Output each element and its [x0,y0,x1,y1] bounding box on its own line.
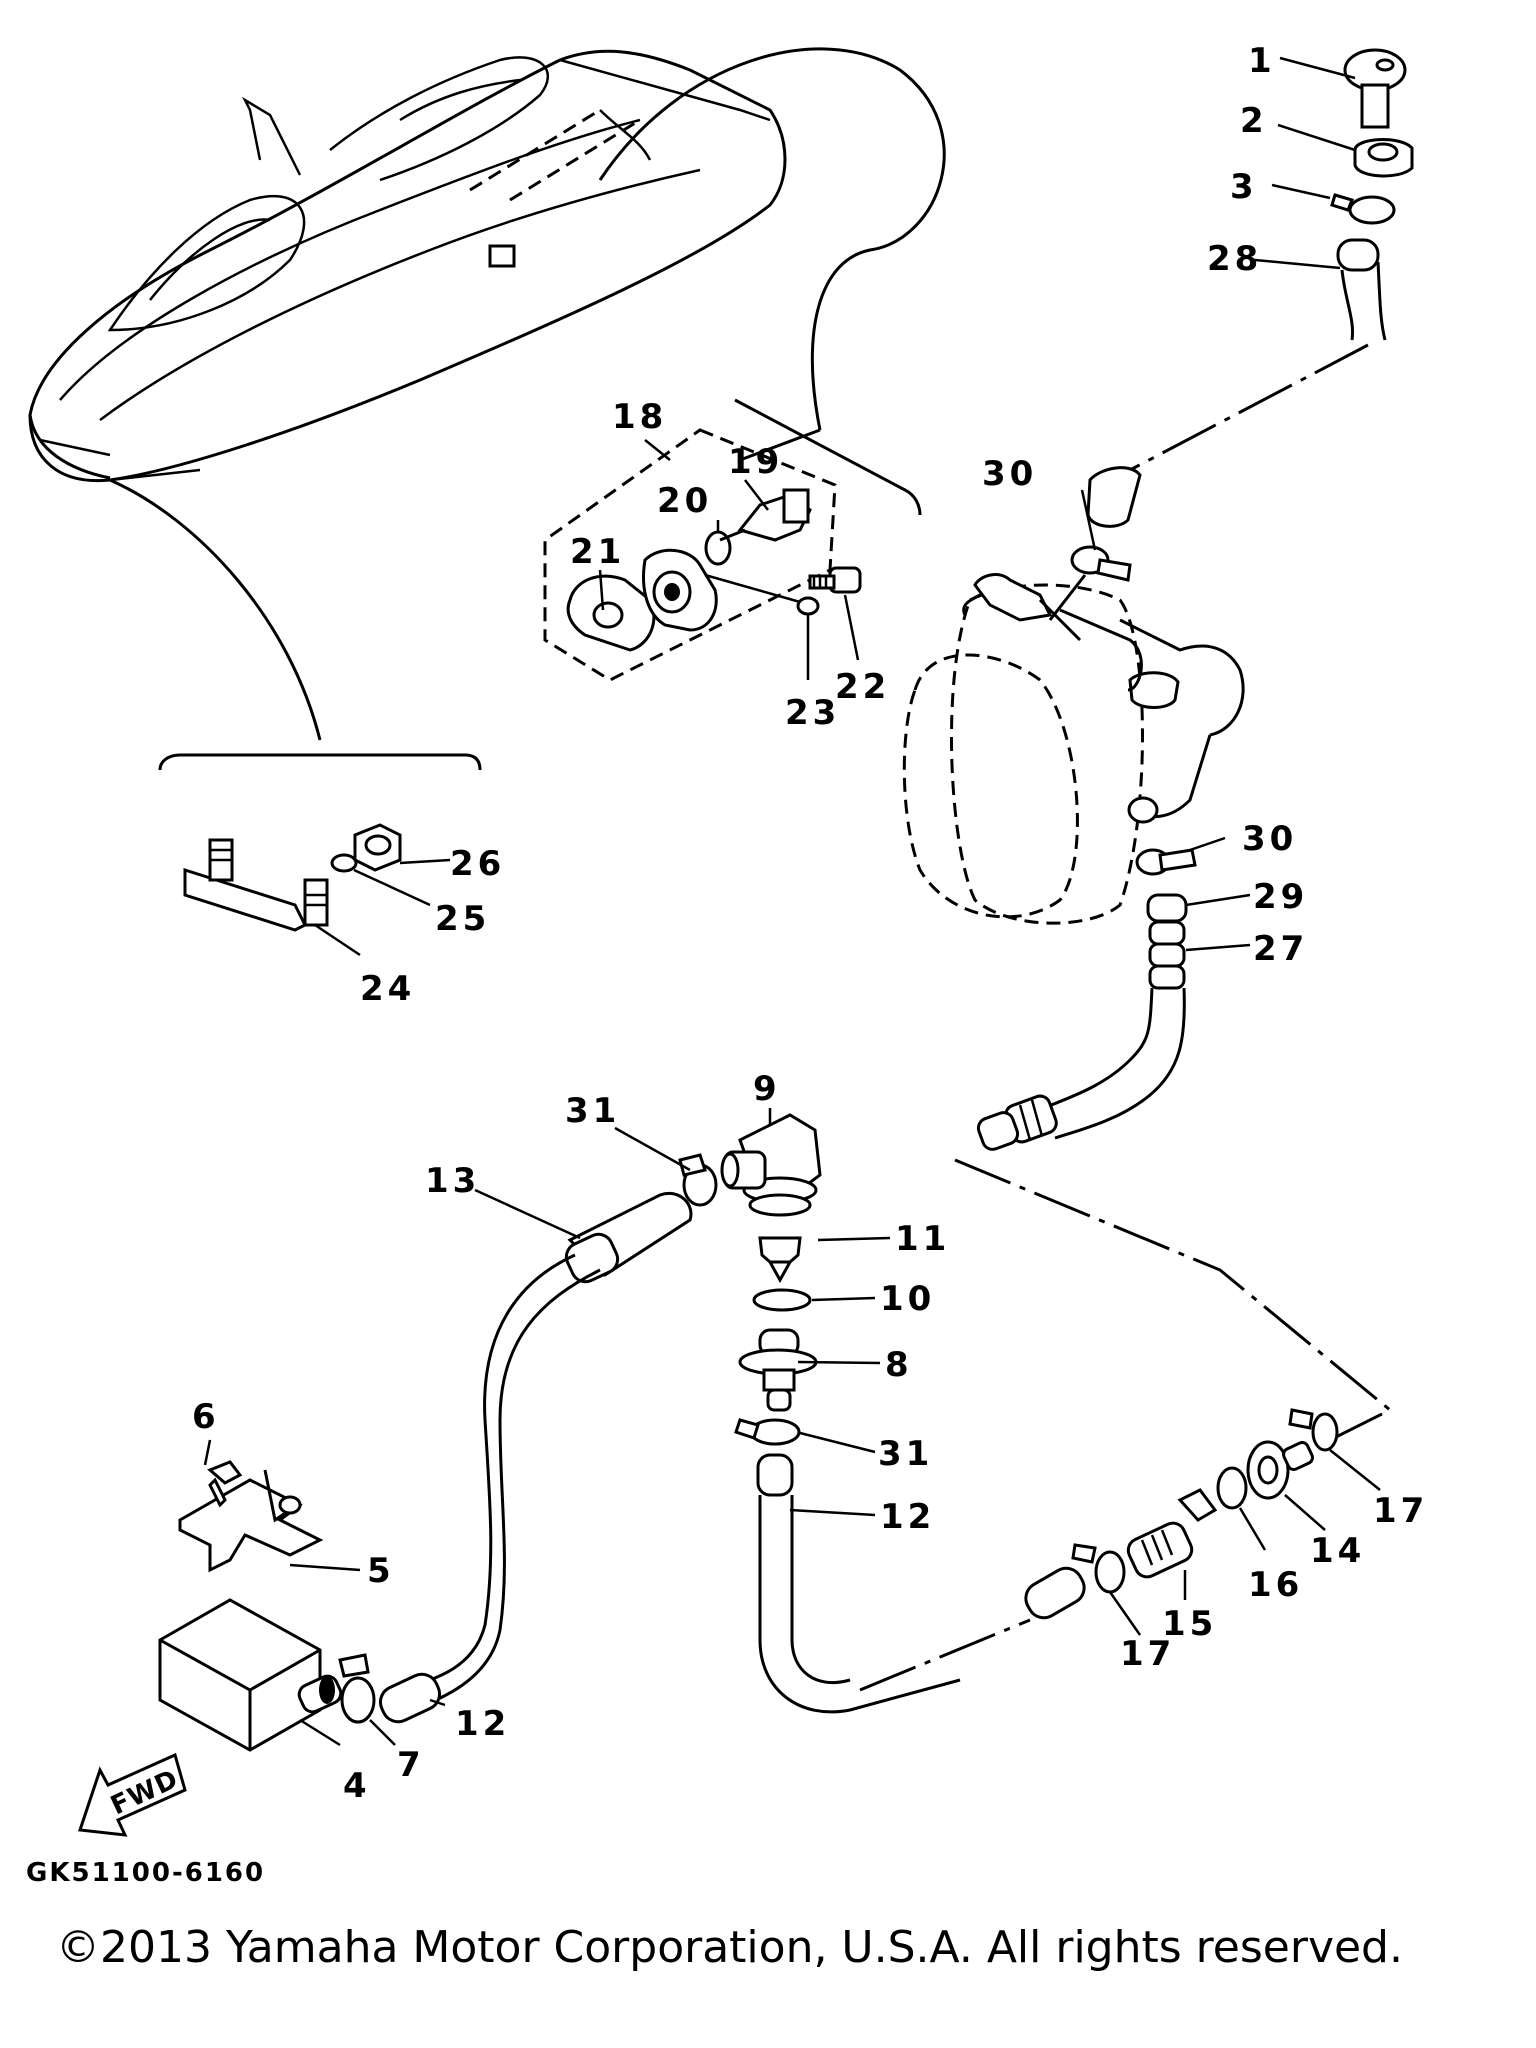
callout-30-lower: 30 [1242,819,1297,859]
callout-17-lower: 17 [1120,1634,1175,1674]
hose-27 [976,893,1188,1151]
gasket-21 [566,574,656,652]
callout-11: 11 [895,1219,950,1259]
callout-18: 18 [612,397,667,437]
hose-28 [1086,238,1387,528]
callout-10: 10 [880,1279,935,1319]
clamp-31-lower [734,1418,801,1446]
callout-4: 4 [343,1766,371,1806]
callout-3: 3 [1230,167,1258,207]
diagram-code: GK51100-6160 [26,1858,266,1888]
callout-5: 5 [367,1551,395,1591]
callout-12-left: 12 [455,1704,510,1744]
clamp-3 [1330,193,1396,225]
callout-28: 28 [1207,239,1262,279]
callout-21: 21 [570,532,625,572]
callout-25: 25 [435,899,490,939]
separator-body [642,548,718,632]
callout-13: 13 [425,1161,480,1201]
hose-end-12-left [378,1672,442,1724]
fitting-14 [1246,1440,1314,1500]
callout-26: 26 [450,844,505,884]
callout-6: 6 [192,1397,220,1437]
washer-23 [796,596,820,616]
clamp-31-upper [678,1153,718,1207]
leader-arcs [109,47,946,771]
washer-16 [1216,1466,1248,1510]
washer-25 [330,853,358,873]
nut-2 [1353,138,1414,178]
fitting-8 [738,1328,818,1412]
callout-8: 8 [885,1345,913,1385]
clamp-30-lower [1135,848,1197,876]
callout-leaders [203,56,1381,1747]
clamp-17-upper [1288,1408,1339,1452]
fitting-15 [1126,1488,1218,1579]
callout-1: 1 [1248,41,1276,81]
fitting-11 [758,1236,802,1284]
pump-housing [902,573,1245,925]
tube-13 [564,1191,693,1284]
callout-19: 19 [728,442,783,482]
callout-30-upper: 30 [982,454,1037,494]
bracket-5 [178,1469,324,1573]
callout-16: 16 [1248,1565,1303,1605]
callout-17-right: 17 [1373,1491,1428,1531]
watercraft-hull [28,49,787,483]
fitting-19 [719,488,812,542]
cap-1 [1343,48,1407,129]
callout-7: 7 [397,1745,425,1785]
o-ring-10 [752,1288,812,1312]
water-separator-assembly [543,428,862,682]
nut-26 [353,823,402,872]
callout-14: 14 [1310,1531,1365,1571]
copyright-notice: ©2013 Yamaha Motor Corporation, U.S.A. A… [56,1922,1403,1973]
callout-31-upper: 31 [565,1091,620,1131]
callout-27: 27 [1253,929,1308,969]
bolt-22 [808,566,862,594]
callout-23: 23 [785,693,840,733]
clamp-7 [338,1653,376,1724]
callout-15: 15 [1162,1604,1217,1644]
screw-6 [207,1460,243,1508]
callout-12-center: 12 [880,1497,935,1537]
filter-box-4 [158,1598,343,1752]
callout-20: 20 [657,481,712,521]
hose-12-center [756,1453,1086,1714]
elbow-fitting-9 [720,1113,822,1217]
callout-2: 2 [1240,101,1268,141]
callout-31-lower: 31 [878,1434,933,1474]
callout-22: 22 [835,667,890,707]
clamp-17-lower [1071,1543,1126,1594]
hose-route-27-17 [954,1158,1393,1442]
callout-labels: 1 2 3 4 5 6 7 8 9 10 11 12 12 13 14 15 1… [192,41,1428,1806]
callout-24: 24 [360,969,415,1009]
callout-9: 9 [753,1069,781,1109]
clamp-30-upper [1048,545,1132,621]
callout-29: 29 [1253,877,1308,917]
fwd-arrow: FWD [77,1752,187,1837]
hose-12-left [409,1268,601,1712]
bracket-24 [183,838,329,932]
